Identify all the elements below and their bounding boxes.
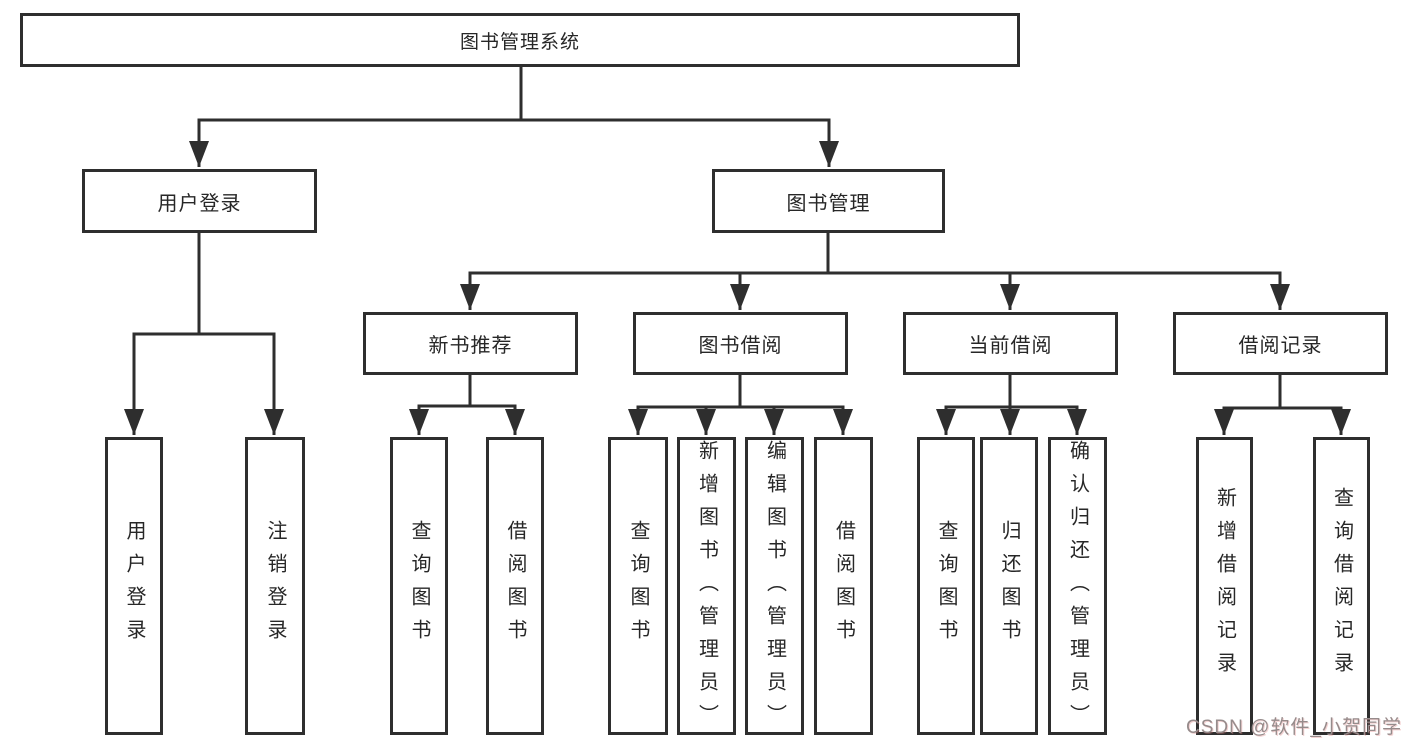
leaf-user-login: 用户登录 [105, 437, 163, 735]
node-label: 新增图书（管理员） [695, 440, 718, 737]
leaf-borrowing-add-admin: 新增图书（管理员） [677, 437, 736, 737]
leaf-borrowing-query: 查询图书 [608, 437, 668, 735]
node-root: 图书管理系统 [20, 13, 1020, 67]
node-label: 查询图书 [935, 520, 957, 652]
node-label: 归还图书 [998, 520, 1020, 652]
node-label: 借阅图书 [504, 520, 526, 652]
leaf-current-query: 查询图书 [917, 437, 975, 735]
leaf-logout: 注销登录 [245, 437, 305, 735]
node-label: 查询图书 [408, 520, 430, 652]
edge-records-to-leaves [1214, 373, 1351, 435]
node-label: 当前借阅 [968, 335, 1053, 357]
node-label: 确认归还（管理员） [1066, 440, 1089, 737]
node-book-mgmt: 图书管理 [712, 169, 945, 233]
node-label: 图书管理系统 [459, 31, 580, 53]
node-label: 借阅图书 [832, 520, 855, 652]
node-label: 查询借阅记录 [1330, 487, 1353, 685]
leaf-current-return: 归还图书 [980, 437, 1038, 735]
edge-book-mgmt-to-level3 [460, 231, 1290, 310]
node-label: 编辑图书（管理员） [763, 440, 786, 737]
node-label: 查询图书 [627, 520, 649, 652]
node-borrow-records: 借阅记录 [1173, 312, 1388, 375]
watermark: CSDN @软件_小贺同学 [1186, 717, 1402, 738]
leaf-borrowing-edit-admin: 编辑图书（管理员） [745, 437, 804, 737]
edge-root-to-level2 [189, 66, 839, 167]
leaf-borrowing-borrow: 借阅图书 [814, 437, 873, 735]
edge-borrowing-to-leaves [628, 373, 853, 435]
node-label: 图书管理 [786, 192, 871, 215]
leaf-records-query: 查询借阅记录 [1313, 437, 1370, 735]
leaf-records-add: 新增借阅记录 [1196, 437, 1253, 735]
node-label: 新书推荐 [428, 335, 513, 357]
node-label: 图书借阅 [698, 335, 783, 357]
edge-new-books-to-leaves [409, 373, 525, 435]
leaf-current-confirm-admin: 确认归还（管理员） [1048, 437, 1107, 737]
node-new-books: 新书推荐 [363, 312, 578, 375]
node-label: 注销登录 [264, 520, 286, 652]
node-current-borrow: 当前借阅 [903, 312, 1118, 375]
node-label: 用户登录 [123, 520, 145, 652]
node-label: 用户登录 [157, 192, 242, 215]
leaf-newbooks-query: 查询图书 [390, 437, 448, 735]
node-label: 新增借阅记录 [1213, 487, 1236, 685]
node-borrowing: 图书借阅 [633, 312, 848, 375]
leaf-newbooks-borrow: 借阅图书 [486, 437, 544, 735]
edge-current-to-leaves [936, 373, 1087, 435]
edge-user-login-to-leaves [124, 231, 284, 435]
node-user-login: 用户登录 [82, 169, 317, 233]
node-label: 借阅记录 [1238, 335, 1323, 357]
